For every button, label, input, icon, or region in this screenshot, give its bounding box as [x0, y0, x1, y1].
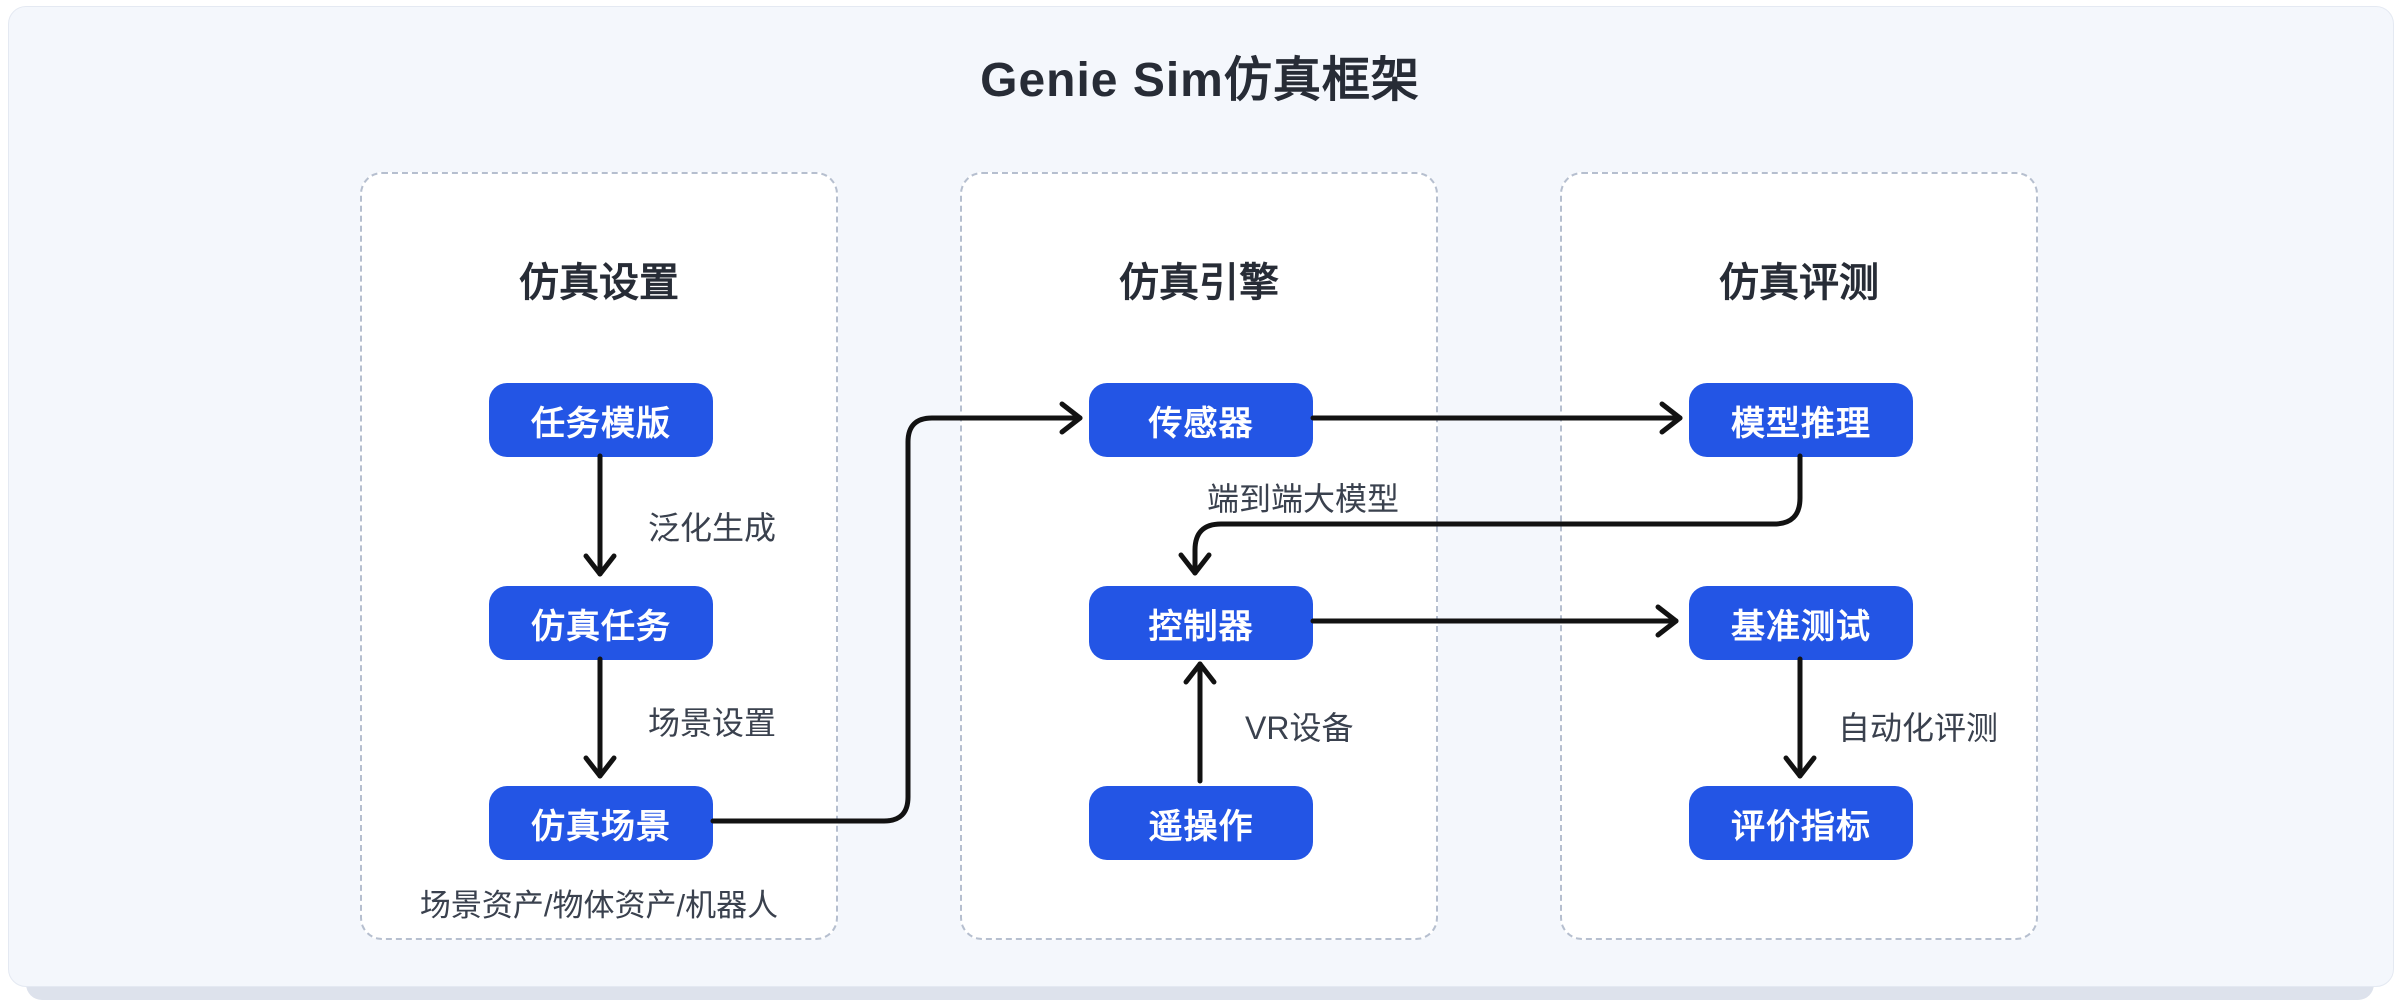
node-evaluation-metrics: 评价指标 [1689, 786, 1913, 860]
node-controller: 控制器 [1089, 586, 1313, 660]
panel-sim-setup: 仿真设置 任务模版 仿真任务 仿真场景 场景资产/物体资产/机器人 [360, 172, 838, 940]
panel-sim-evaluation: 仿真评测 模型推理 基准测试 评价指标 [1560, 172, 2038, 940]
node-benchmark-test: 基准测试 [1689, 586, 1913, 660]
edge-label-vr-device: VR设备 [1245, 710, 1354, 746]
edge-label-scene-setup: 场景设置 [648, 705, 777, 741]
scene-assets-footnote: 场景资产/物体资产/机器人 [419, 888, 779, 923]
edge-label-auto-eval: 自动化评测 [1838, 710, 1999, 746]
panel-sim-setup-title: 仿真设置 [519, 261, 679, 305]
panel-sim-engine-title: 仿真引擎 [1119, 261, 1279, 305]
node-teleoperation: 遥操作 [1089, 786, 1313, 860]
diagram-title: Genie Sim仿真框架 [980, 54, 1420, 107]
panel-sim-evaluation-title: 仿真评测 [1719, 261, 1879, 305]
canvas-bottom-edge [26, 984, 2374, 1000]
edge-label-generalization: 泛化生成 [648, 510, 777, 546]
node-model-inference: 模型推理 [1689, 383, 1913, 457]
node-sim-scene: 仿真场景 [489, 786, 713, 860]
node-sim-task: 仿真任务 [489, 586, 713, 660]
edge-label-end-to-end-model: 端到端大模型 [1207, 481, 1400, 517]
node-sensor: 传感器 [1089, 383, 1313, 457]
panel-sim-engine: 仿真引擎 传感器 控制器 遥操作 [960, 172, 1438, 940]
node-task-template: 任务模版 [489, 383, 713, 457]
